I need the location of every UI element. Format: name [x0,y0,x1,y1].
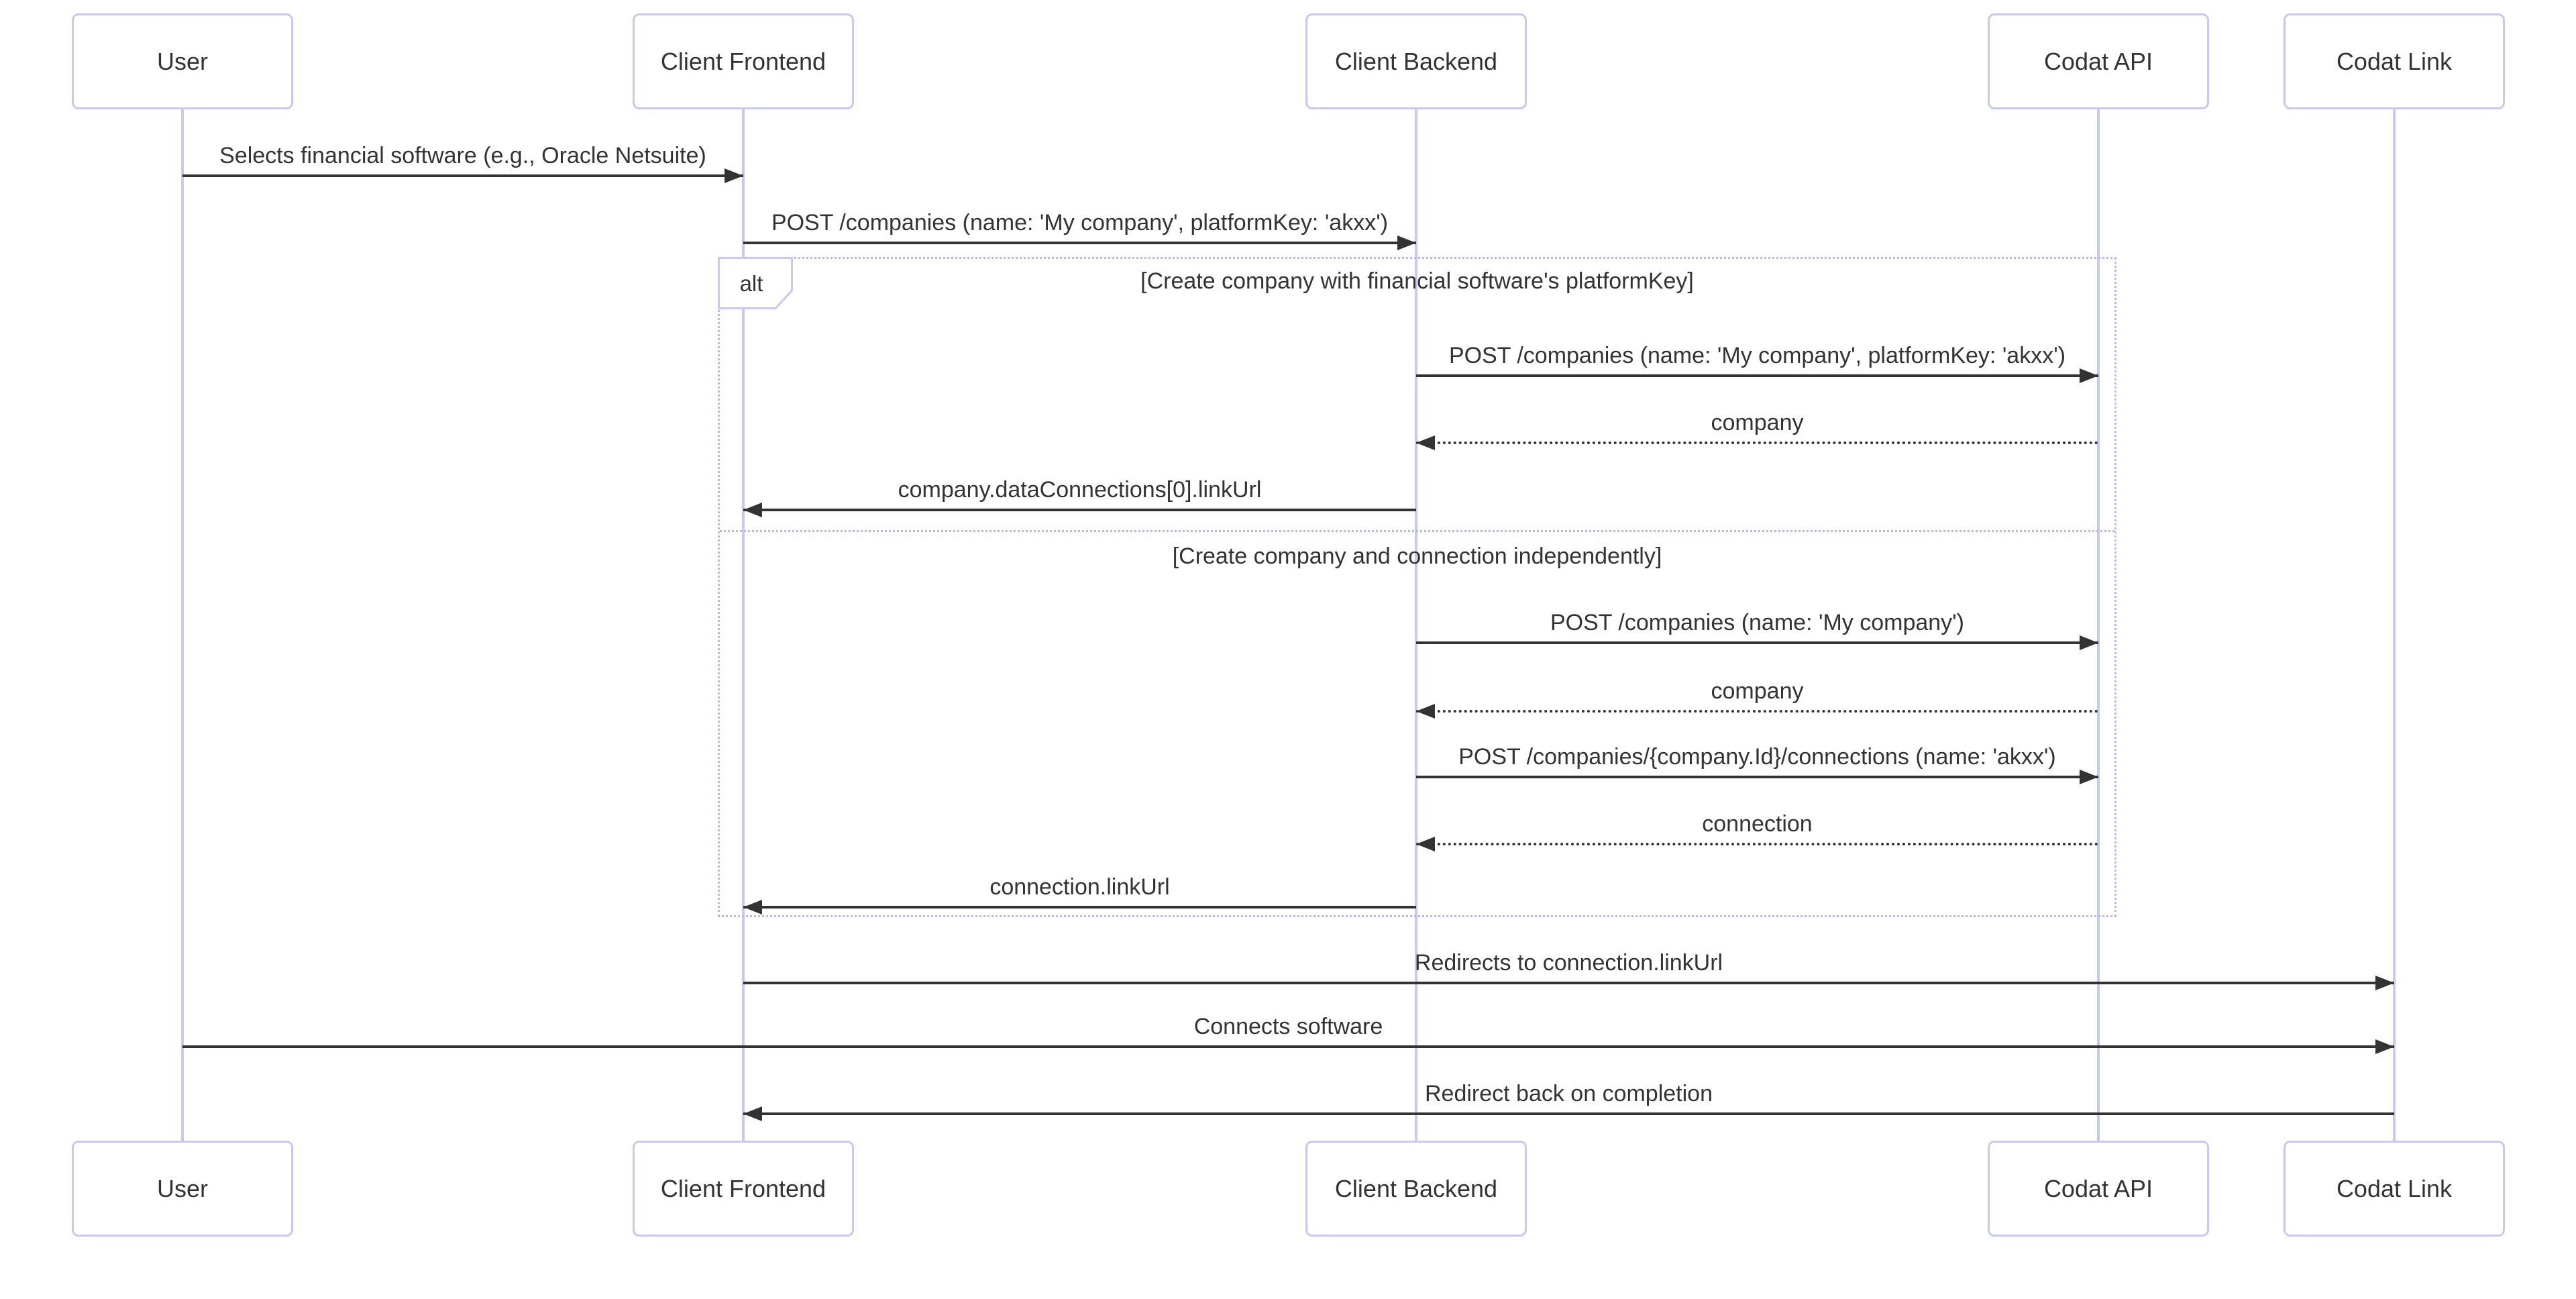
message-arrow-line [182,168,743,183]
message-text: POST /companies (name: 'My company') [1550,610,1964,635]
message-text: POST /companies/{company.Id}/connections… [1458,744,2056,770]
arrowhead-right-icon [2080,770,2098,784]
message-arrow-line [1416,635,2098,650]
alt-branch1-condition: [Create company with financial software'… [1140,268,1694,294]
actor-user-bottom: User [72,1141,293,1237]
arrowhead-right-icon [2375,1039,2394,1054]
actor-label: Codat API [2043,1174,2153,1202]
actor-client-backend-top: Client Backend [1305,13,1527,109]
actor-user-top: User [72,13,293,109]
arrowhead-left-icon [1416,704,1435,719]
message-text: connection [1702,811,1813,837]
message-text: POST /companies (name: 'My company', pla… [1448,343,2066,368]
actor-label: Codat Link [2336,1174,2453,1202]
alt-fragment: alt [Create company with financial softw… [718,257,2116,917]
alt-branch-divider [720,530,2114,532]
actor-label: Client Frontend [660,47,826,75]
message-return-line [1416,435,2098,450]
message-text: Selects financial software (e.g., Oracle… [219,143,706,168]
arrowhead-left-icon [743,503,762,517]
actor-label: Codat API [2043,47,2153,75]
actor-codat-link-bottom: Codat Link [2284,1141,2505,1237]
message-arrow-line [743,976,2394,990]
arrowhead-left-icon [1416,837,1435,851]
alt-operator-label: alt [718,257,793,309]
message-text: company [1711,678,1804,704]
actor-label: Client Backend [1334,1174,1498,1202]
message-arrow-line [743,236,1416,250]
message-arrow-line [1416,368,2098,383]
arrowhead-right-icon [724,168,743,183]
actor-label: User [156,47,208,75]
message-text: company [1711,410,1804,435]
arrowhead-left-icon [1416,435,1435,450]
actor-client-frontend-bottom: Client Frontend [633,1141,854,1237]
message-text: Connects software [1193,1014,1383,1039]
alt-branch2-condition: [Create company and connection independe… [1172,543,1662,569]
lifeline-codat-api [2097,109,2100,1141]
message-arrow-line [1416,770,2098,784]
actor-label: Client Backend [1334,47,1498,75]
message-arrow-line [743,1106,2394,1121]
actor-label: User [156,1174,208,1202]
alt-operator-shape [718,257,793,309]
message-arrow-line [182,1039,2394,1054]
lifeline-client-backend [1415,109,1417,1141]
arrowhead-right-icon [2080,368,2098,383]
arrowhead-right-icon [2080,635,2098,650]
actor-codat-api-top: Codat API [1988,13,2209,109]
actor-codat-api-bottom: Codat API [1988,1141,2209,1237]
lifeline-client-frontend [742,109,745,1141]
arrowhead-right-icon [1397,236,1416,250]
actor-codat-link-top: Codat Link [2284,13,2505,109]
message-text: connection.linkUrl [989,874,1170,900]
lifeline-user [181,109,184,1141]
lifeline-codat-link [2393,109,2396,1141]
arrowhead-right-icon [2375,976,2394,990]
actor-label: Client Frontend [660,1174,826,1202]
actor-client-backend-bottom: Client Backend [1305,1141,1527,1237]
message-text: Redirects to connection.linkUrl [1414,950,1723,976]
message-return-line [1416,704,2098,719]
message-return-line [1416,837,2098,851]
message-arrow-line [743,503,1416,517]
message-text: Redirect back on completion [1424,1081,1713,1106]
message-text: company.dataConnections[0].linkUrl [898,477,1262,503]
message-arrow-line [743,900,1416,915]
alt-operator-text: alt [740,271,763,296]
actor-client-frontend-top: Client Frontend [633,13,854,109]
actor-label: Codat Link [2336,47,2453,75]
arrowhead-left-icon [743,1106,762,1121]
arrowhead-left-icon [743,900,762,915]
message-text: POST /companies (name: 'My company', pla… [771,210,1389,236]
